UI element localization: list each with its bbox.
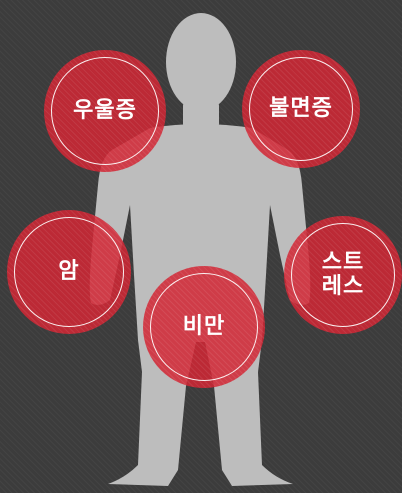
stress-bubble: 스트 레스: [284, 216, 402, 334]
stress-label: 스트 레스: [321, 250, 365, 299]
insomnia-bubble: 불면증: [242, 50, 360, 168]
depression-label: 우울증: [73, 98, 137, 124]
cancer-bubble: 암: [7, 210, 131, 334]
depression-bubble: 우울증: [44, 50, 166, 172]
insomnia-label: 불면증: [269, 96, 333, 122]
cancer-label: 암: [58, 259, 80, 285]
obesity-bubble: 비만: [143, 266, 265, 388]
obesity-label: 비만: [182, 314, 226, 340]
